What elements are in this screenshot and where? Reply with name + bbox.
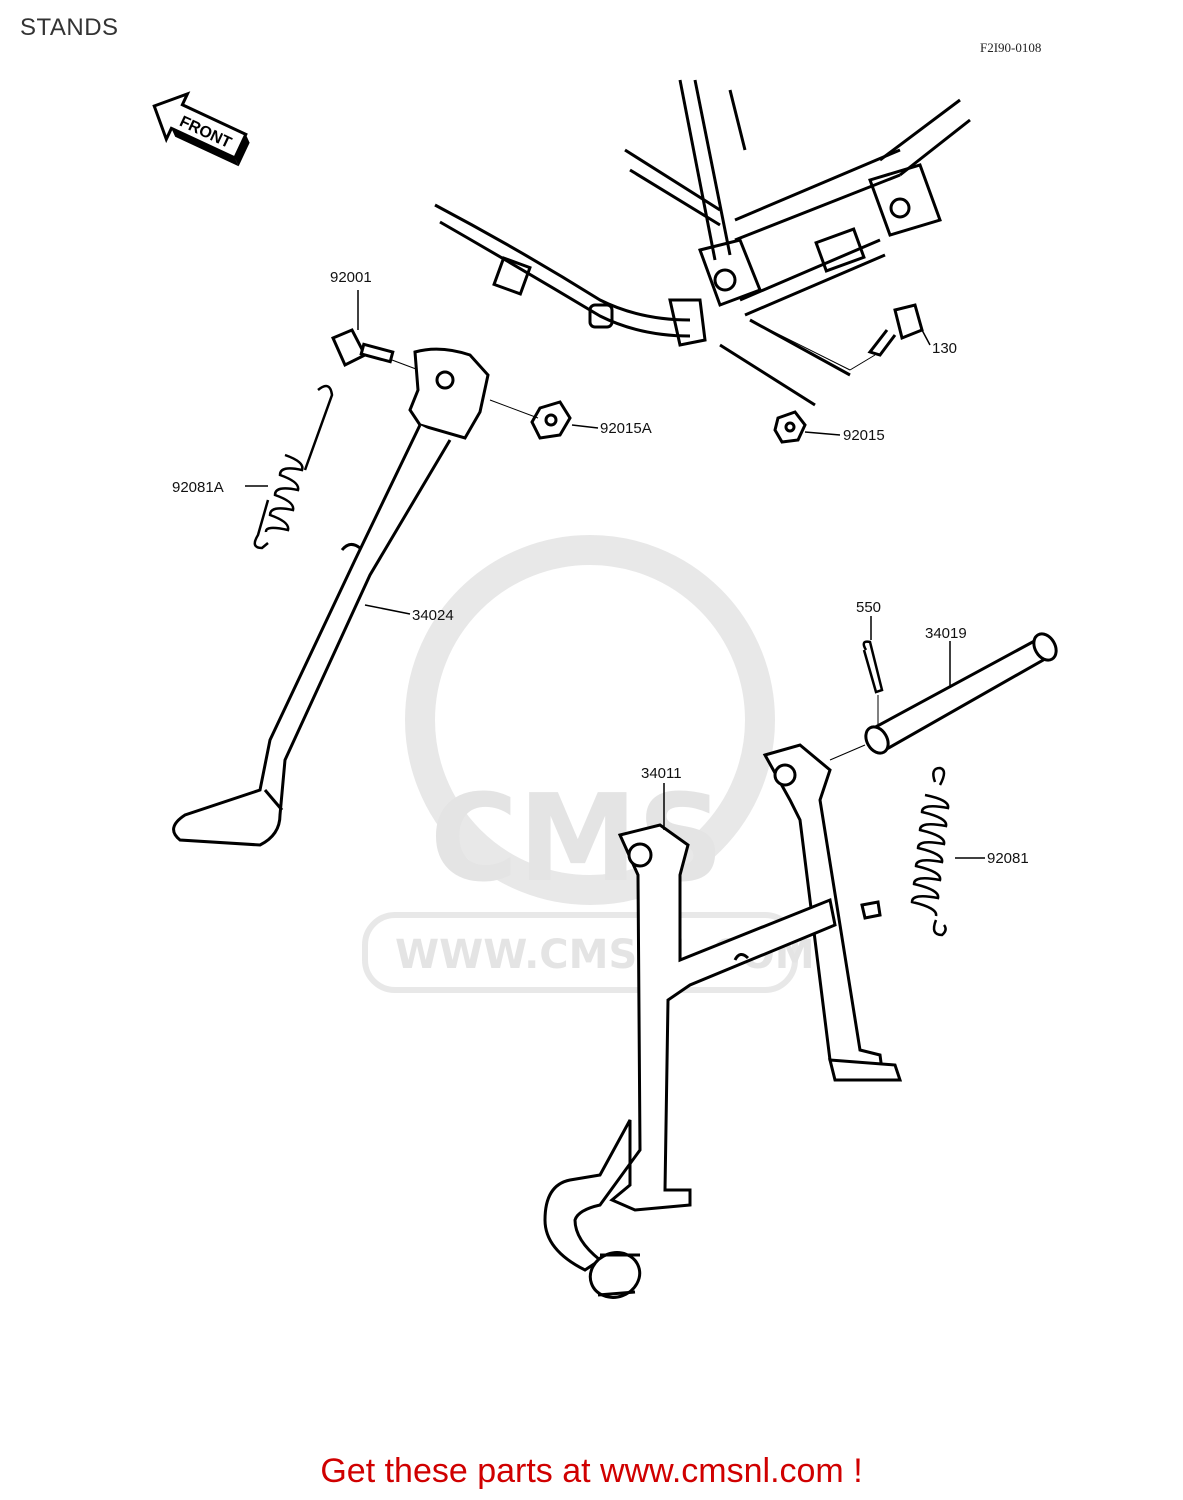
diagram-reference-code: F2I90-0108 xyxy=(980,40,1042,55)
callout-92081a: 92081A xyxy=(172,479,224,496)
page-title: STANDS xyxy=(20,14,119,41)
shaft-34019 xyxy=(864,632,1058,755)
callout-92001: 92001 xyxy=(330,269,372,286)
nut-92015a xyxy=(530,400,572,440)
callout-34024: 34024 xyxy=(412,607,454,624)
spring-92081 xyxy=(910,766,950,937)
cotter-pin-550 xyxy=(862,640,884,694)
callout-92015: 92015 xyxy=(843,427,885,444)
callout-92015a: 92015A xyxy=(600,420,652,437)
callout-92081: 92081 xyxy=(987,850,1029,867)
front-arrow-icon: FRONT xyxy=(152,91,250,167)
callout-34019: 34019 xyxy=(925,625,967,642)
callout-550: 550 xyxy=(856,599,881,616)
callout-130: 130 xyxy=(932,340,957,357)
callout-34011: 34011 xyxy=(641,765,682,782)
footer-cta-link[interactable]: Get these parts at www.cmsnl.com ! xyxy=(320,1452,863,1490)
nut-92015 xyxy=(773,410,807,444)
center-stand-34011 xyxy=(543,743,903,1299)
frame-drawing xyxy=(434,79,971,407)
side-stand-34024 xyxy=(172,347,490,847)
spring-92081a xyxy=(253,384,334,550)
bolt-92001 xyxy=(331,328,395,368)
bolt-130 xyxy=(867,303,924,357)
